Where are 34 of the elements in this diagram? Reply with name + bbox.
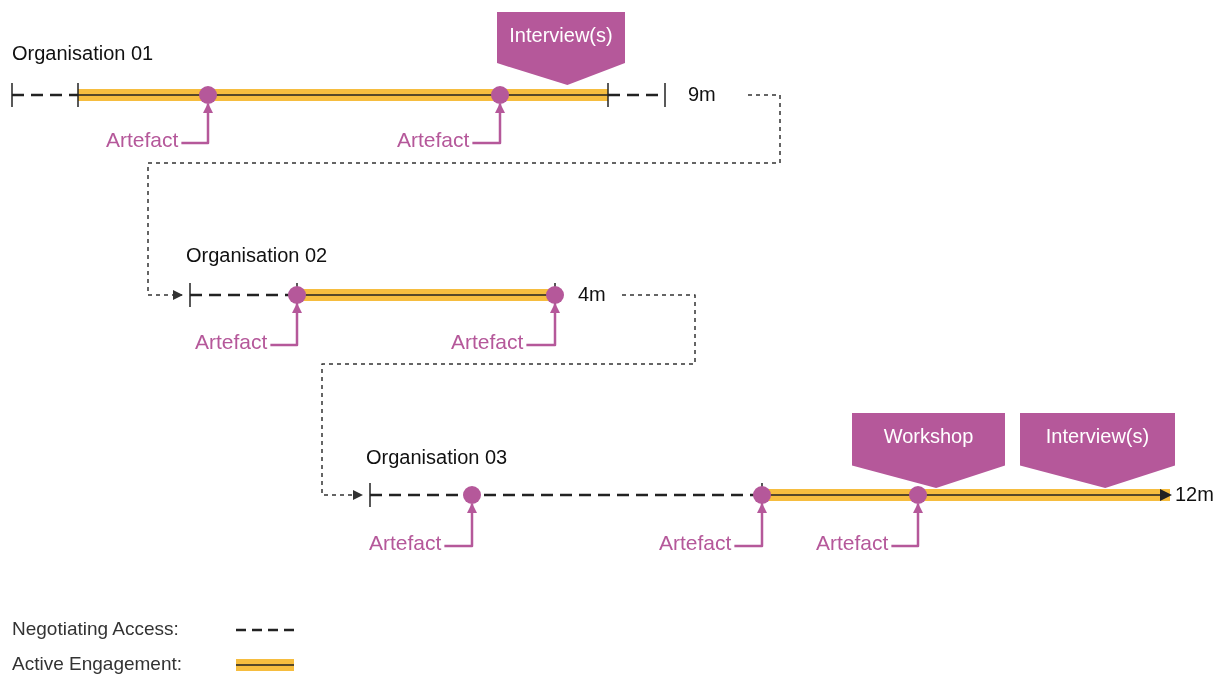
leader-arrow [181, 103, 213, 145]
artefact-dot [288, 286, 306, 304]
artefact-label: Artefact [451, 330, 524, 354]
duration-label: 9m [688, 83, 716, 106]
leader-arrow [444, 503, 477, 548]
artefact-dot [199, 86, 217, 104]
artefact-dot [753, 486, 771, 504]
event-callout: Interview(s) [497, 12, 625, 85]
artefact-label: Artefact [397, 128, 470, 152]
artefact-dot [546, 286, 564, 304]
duration-label: 4m [578, 283, 606, 306]
artefact-dot [463, 486, 481, 504]
duration-label: 12m [1175, 483, 1214, 506]
event-callout: Interview(s) [1020, 413, 1175, 488]
artefact-dot [491, 86, 509, 104]
artefact-label: Artefact [659, 531, 732, 555]
artefact-label: Artefact [195, 330, 268, 354]
artefact-label: Artefact [106, 128, 179, 152]
artefact-label: Artefact [816, 531, 889, 555]
leader-arrow [734, 503, 767, 548]
artefact-dot [909, 486, 927, 504]
timeline-title: Organisation 02 [186, 244, 328, 267]
leader-arrow [526, 303, 560, 347]
artefact-label: Artefact [369, 531, 442, 555]
timeline-title: Organisation 01 [12, 42, 154, 65]
legend-label: Negotiating Access: [12, 618, 179, 640]
leader-arrow [472, 103, 505, 145]
legend-label: Active Engagement: [12, 653, 183, 675]
dashed-connector [147, 94, 781, 300]
dashed-connector [321, 294, 696, 500]
leader-arrow [891, 503, 923, 548]
timeline-title: Organisation 03 [366, 446, 508, 469]
leader-arrow [270, 303, 302, 347]
event-callout: Workshop [852, 413, 1005, 488]
